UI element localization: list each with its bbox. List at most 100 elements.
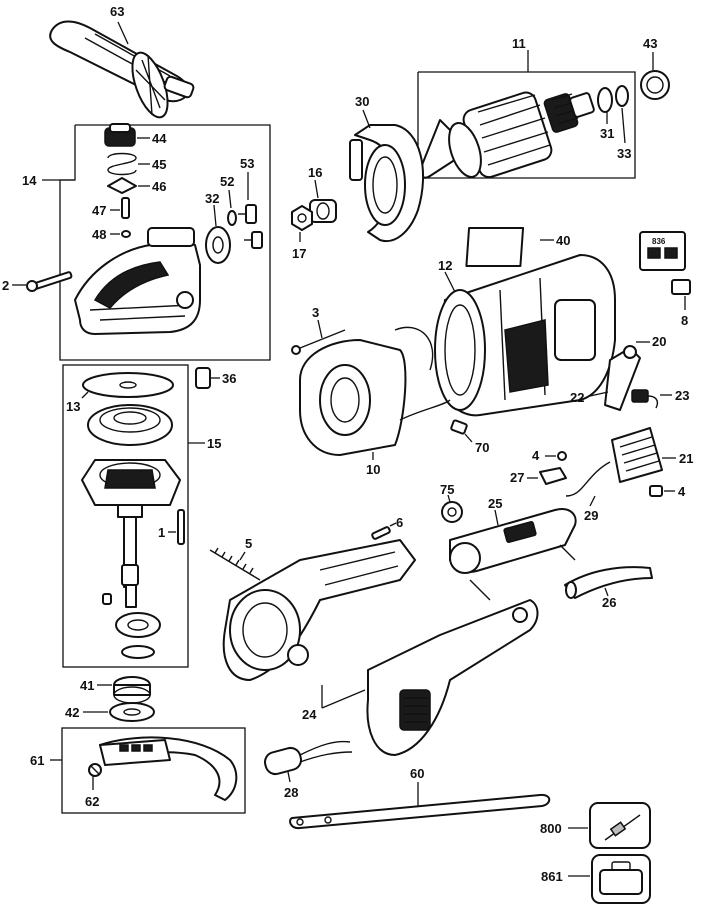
callout-23: 23 <box>675 388 689 403</box>
field-part-10 <box>299 326 451 456</box>
callout-36: 36 <box>222 371 236 386</box>
callout-29: 29 <box>584 508 598 523</box>
cord-part-29 <box>565 461 611 497</box>
screw-part-2 <box>26 271 73 292</box>
callout-4-lower: 4 <box>678 484 686 499</box>
callout-41: 41 <box>80 678 94 693</box>
callout-60: 60 <box>410 766 424 781</box>
flange-part-41 <box>113 676 151 704</box>
callout-800: 800 <box>540 821 562 836</box>
motor-housing-part-12 <box>434 254 616 417</box>
callout-62: 62 <box>85 794 99 809</box>
callout-5: 5 <box>245 536 252 551</box>
screw-part-3 <box>291 329 346 355</box>
callout-20: 20 <box>652 334 666 349</box>
brush-part-23 <box>631 389 659 409</box>
bearing-ring-part-43 <box>640 70 670 100</box>
callout-28: 28 <box>284 785 298 800</box>
brush-kit-part-836: 836 <box>639 231 686 271</box>
callout-24: 24 <box>302 707 317 722</box>
spanner-part-60 <box>289 793 551 830</box>
armature-part-11 <box>417 71 636 179</box>
callout-44: 44 <box>152 131 167 146</box>
pin-part-47 <box>121 197 130 219</box>
callout-42: 42 <box>65 705 79 720</box>
capacitor-part-28 <box>264 740 353 776</box>
label-part-40 <box>465 227 525 267</box>
callout-26: 26 <box>602 595 616 610</box>
case-part-861 <box>591 854 651 904</box>
callout-33: 33 <box>617 146 631 161</box>
callout-11: 11 <box>512 36 526 51</box>
callout-10: 10 <box>366 462 380 477</box>
baffle-part-30 <box>349 124 425 243</box>
clip-part-46 <box>107 177 137 194</box>
callout-2: 2 <box>2 278 9 293</box>
screw-part-4b <box>649 485 663 497</box>
callout-61: 61 <box>30 753 44 768</box>
brush-part-8 <box>671 279 691 295</box>
kit-part-800 <box>589 802 651 849</box>
screw-part-53 <box>238 204 263 249</box>
screw-part-5 <box>209 547 261 581</box>
switch-assembly-part-25 <box>449 508 577 601</box>
callout-43: 43 <box>643 36 657 51</box>
callout-1: 1 <box>158 525 165 540</box>
callout-861: 861 <box>541 869 563 884</box>
callout-63: 63 <box>110 4 124 19</box>
cord-protector-part-26 <box>564 566 653 599</box>
bearing-lower <box>115 612 161 659</box>
washer-part-52 <box>227 210 237 226</box>
handle-housing-part-24 <box>222 539 539 756</box>
lock-button-part-44 <box>104 123 136 147</box>
callout-3: 3 <box>312 305 319 320</box>
gear-case-part-15 <box>81 404 181 518</box>
spring-part-45 <box>107 152 137 176</box>
callout-48: 48 <box>92 227 106 242</box>
screw-part-1 <box>177 509 185 545</box>
callout-22: 22 <box>570 390 584 405</box>
callout-70: 70 <box>475 440 489 455</box>
callout-4-upper: 4 <box>532 448 540 463</box>
callout-27: 27 <box>510 470 524 485</box>
callout-15: 15 <box>207 436 221 451</box>
callout-52: 52 <box>220 174 234 189</box>
o-ring-part-48 <box>121 230 131 238</box>
callout-12: 12 <box>438 258 452 273</box>
guard-part-61 <box>99 736 238 801</box>
callout-13: 13 <box>66 399 80 414</box>
callout-25: 25 <box>488 496 502 511</box>
terminal-part-70 <box>450 419 468 435</box>
spindle <box>102 516 139 608</box>
callout-32: 32 <box>205 191 219 206</box>
callout-53: 53 <box>240 156 254 171</box>
flange-part-42 <box>109 702 155 722</box>
cover-part-21 <box>611 427 663 483</box>
callout-30: 30 <box>355 94 369 109</box>
gear-assembly-frame <box>62 364 189 668</box>
callout-16: 16 <box>308 165 322 180</box>
bushing-part-75 <box>441 501 463 523</box>
callout-17: 17 <box>292 246 306 261</box>
callout-8: 8 <box>681 313 688 328</box>
nut-part-16 <box>309 199 337 223</box>
callout-47: 47 <box>92 203 106 218</box>
bearing-part-32 <box>205 226 231 264</box>
callout-6: 6 <box>396 515 403 530</box>
screw-part-6 <box>371 526 391 540</box>
callout-40: 40 <box>556 233 570 248</box>
callout-836: 836 <box>652 237 666 246</box>
callout-14: 14 <box>22 173 37 188</box>
callout-45: 45 <box>152 157 166 172</box>
bolt-part-36 <box>195 367 211 389</box>
wheel-flange-part-13 <box>82 372 174 398</box>
gear-housing-body <box>74 227 201 335</box>
callout-31: 31 <box>600 126 614 141</box>
side-handle-part-63 <box>49 20 195 119</box>
screw-part-62 <box>88 763 102 777</box>
switch-part-27 <box>539 467 567 485</box>
callout-21: 21 <box>679 451 693 466</box>
nut-part-17 <box>291 205 313 231</box>
guard-frame <box>61 727 246 814</box>
